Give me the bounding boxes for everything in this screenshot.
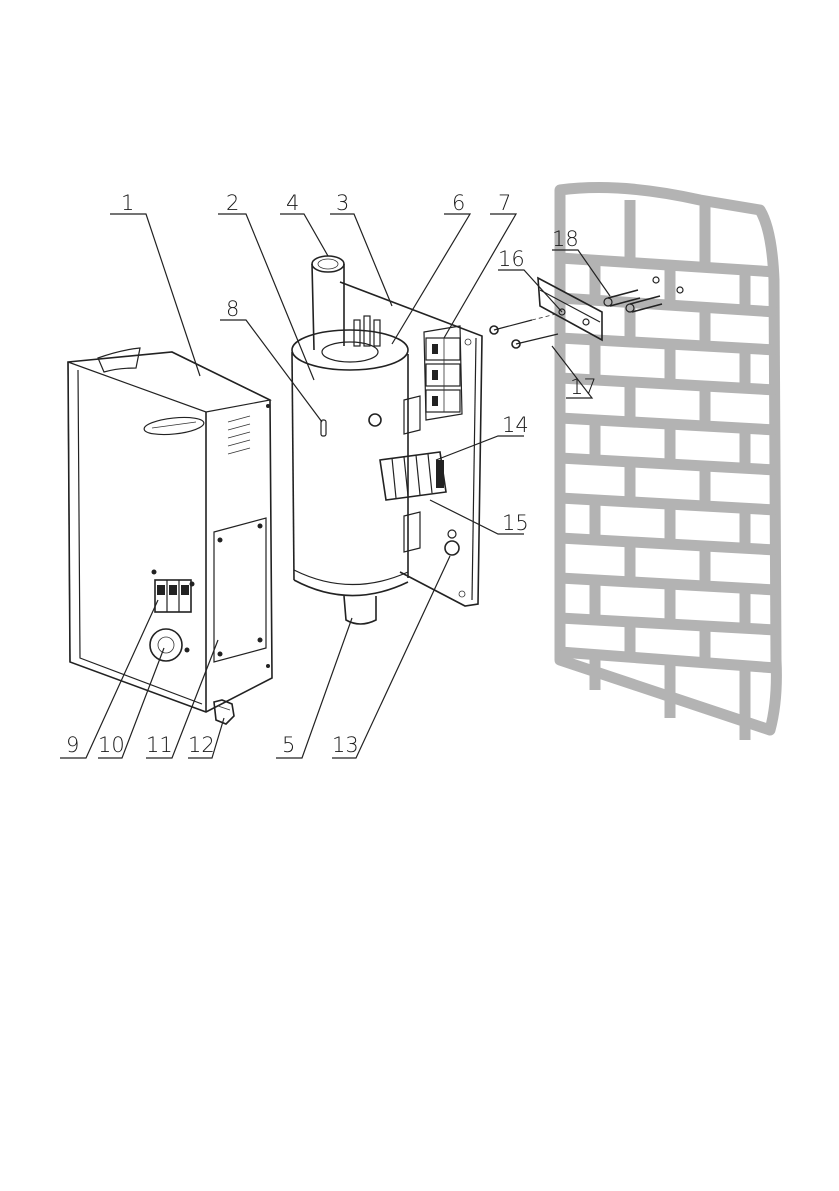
switch-block — [155, 580, 191, 612]
contactors — [424, 326, 462, 420]
callout-6: 6 — [452, 191, 465, 215]
logo-badge — [143, 415, 204, 437]
callout-15: 15 — [502, 511, 529, 535]
callout-13: 13 — [332, 733, 359, 757]
callout-9: 9 — [66, 733, 79, 757]
leader-lines — [60, 214, 610, 758]
indicator-slot — [321, 420, 326, 436]
inlet-pipe — [344, 596, 376, 624]
callout-8: 8 — [226, 297, 239, 321]
terminal-block — [380, 452, 446, 500]
callout-17: 17 — [570, 375, 597, 399]
callout-18: 18 — [552, 227, 579, 251]
ground-bolt — [445, 530, 459, 555]
screws — [490, 314, 558, 348]
callout-5: 5 — [282, 733, 295, 757]
callout-2: 2 — [226, 191, 239, 215]
thermostat-knob — [150, 629, 182, 661]
front-cover-enclosure — [68, 348, 272, 724]
callout-12: 12 — [188, 733, 215, 757]
heater-tank — [292, 256, 408, 624]
callout-7: 7 — [498, 191, 511, 215]
callout-4: 4 — [286, 191, 299, 215]
callout-16: 16 — [498, 247, 525, 271]
callout-10: 10 — [98, 733, 125, 757]
callout-14: 14 — [502, 413, 529, 437]
callout-labels: 1 2 3 4 5 6 7 8 9 10 11 12 13 14 15 16 1… — [66, 191, 597, 757]
callout-3: 3 — [336, 191, 349, 215]
callout-11: 11 — [146, 733, 173, 757]
callout-1: 1 — [121, 191, 134, 215]
outlet-pipe — [312, 264, 344, 350]
